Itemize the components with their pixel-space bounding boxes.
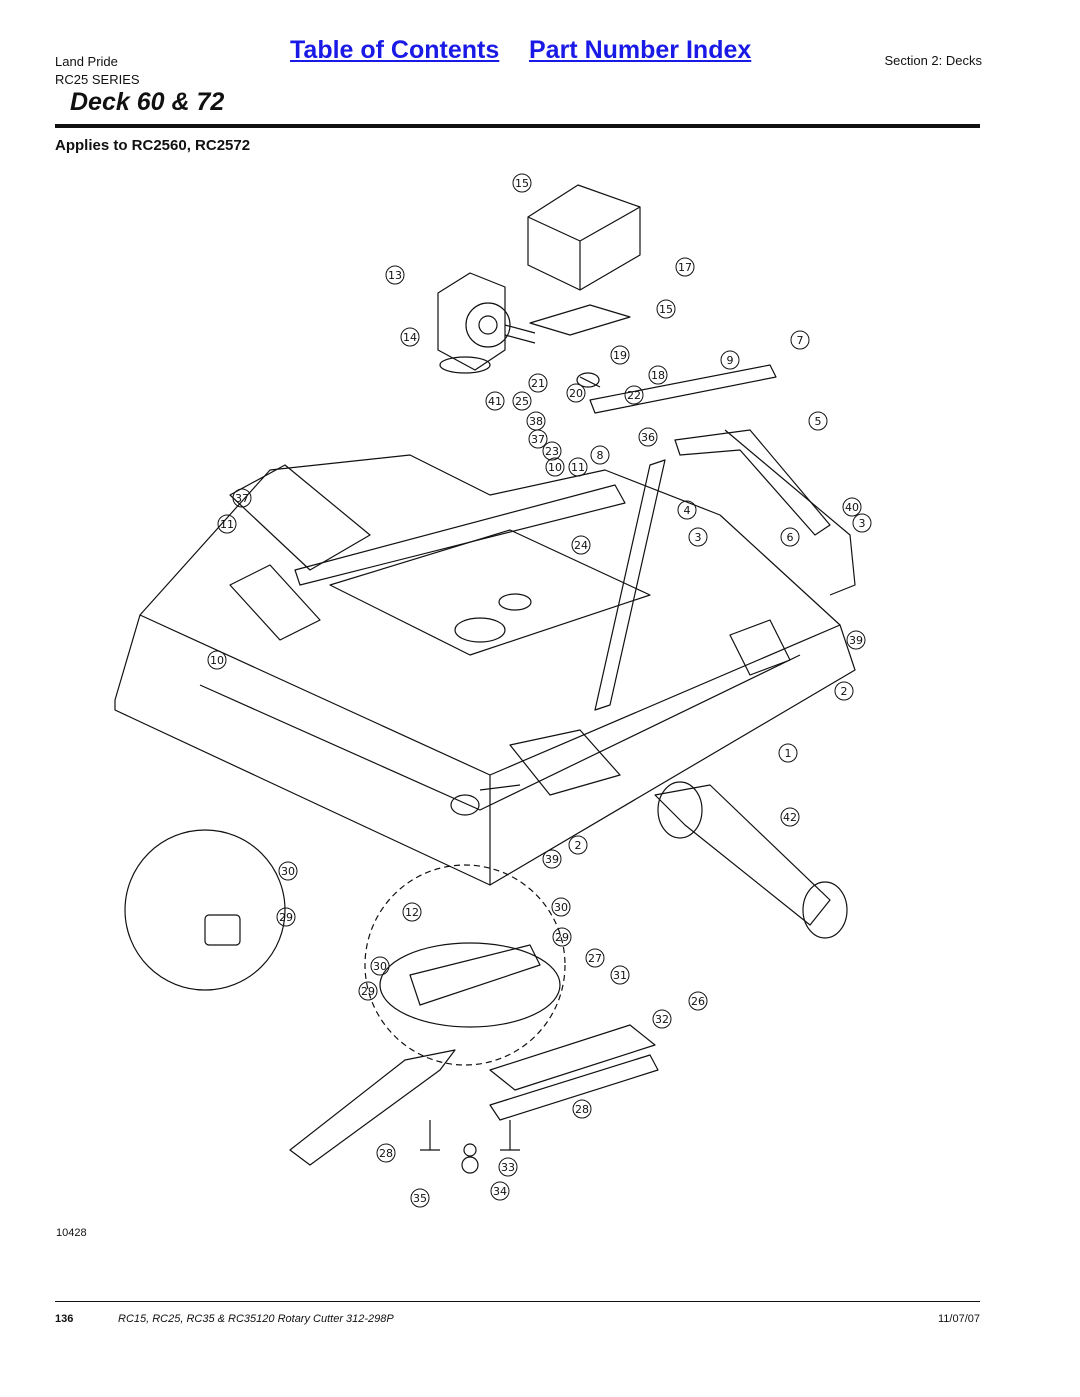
- callout-label: 9: [727, 354, 734, 367]
- part-number-index-link[interactable]: Part Number Index: [529, 36, 752, 64]
- blade-right-upper: [489, 1024, 656, 1091]
- brand-name: Land Pride: [55, 54, 118, 69]
- callout-label: 30: [281, 865, 295, 878]
- footer-divider: [55, 1301, 980, 1302]
- callout-label: 20: [569, 387, 583, 400]
- section-label: Section 2: Decks: [884, 53, 982, 68]
- callout-label: 12: [405, 906, 419, 919]
- callout-label: 11: [220, 518, 234, 531]
- document-title: RC15, RC25, RC35 & RC35120 Rotary Cutter…: [118, 1313, 394, 1325]
- callout-label: 42: [783, 811, 797, 824]
- callout-label: 15: [515, 177, 529, 190]
- callout-label: 18: [651, 369, 665, 382]
- callout-label: 41: [488, 395, 502, 408]
- callout-label: 35: [413, 1192, 427, 1205]
- callout-label: 23: [545, 445, 559, 458]
- document-date: 11/07/07: [937, 1313, 980, 1325]
- callout-label: 25: [515, 395, 529, 408]
- callout-label: 38: [529, 415, 543, 428]
- gearbox-shield: [527, 184, 641, 291]
- title-divider: [55, 124, 980, 128]
- callout-label: 14: [403, 331, 417, 344]
- callout-label: 5: [815, 415, 822, 428]
- brace-arm: [589, 364, 777, 414]
- callout-label: 28: [575, 1103, 589, 1116]
- callout-label: 31: [613, 969, 627, 982]
- callout-label: 34: [493, 1185, 507, 1198]
- callout-label: 30: [373, 960, 387, 973]
- callout-label: 30: [554, 901, 568, 914]
- callout-label: 37: [531, 433, 545, 446]
- parts-exploded-diagram: 15 17 13 15 14 19 18 21 20 22 7 9 41 25 …: [114, 173, 872, 1208]
- callout-label: 11: [571, 461, 585, 474]
- page-number: 136: [55, 1313, 74, 1325]
- header-brand-block: Land Pride RC25 SERIES: [55, 53, 140, 89]
- callout-label: 2: [575, 839, 582, 852]
- callout-label: 10: [548, 461, 562, 474]
- callout-label: 29: [555, 931, 569, 944]
- blade-pan: [379, 942, 561, 1028]
- callout-label: 26: [691, 995, 705, 1008]
- figure-number: 10428: [56, 1227, 87, 1239]
- callout-label: 10: [210, 654, 224, 667]
- blade-left: [289, 1049, 456, 1166]
- applies-to-label: Applies to RC2560, RC2572: [55, 137, 251, 154]
- callout-label: 1: [785, 747, 792, 760]
- callout-label: 17: [678, 261, 692, 274]
- deck-body: [114, 454, 856, 886]
- table-of-contents-link[interactable]: Table of Contents: [290, 36, 500, 64]
- callout-label: 13: [388, 269, 402, 282]
- callout-label: 6: [787, 531, 794, 544]
- callout-label: 2: [841, 685, 848, 698]
- driveline: [654, 784, 831, 926]
- front-brace-left: [294, 484, 626, 586]
- callout-label: 39: [849, 634, 863, 647]
- callout-label: 3: [695, 531, 702, 544]
- front-brace-right: [594, 459, 666, 711]
- callout-label: 7: [797, 334, 804, 347]
- callout-label: 27: [588, 952, 602, 965]
- blade-right-lower: [489, 1054, 659, 1121]
- detail-circle: [124, 829, 286, 991]
- blade-pan-circle: [364, 864, 566, 1066]
- callout-label: 39: [545, 853, 559, 866]
- a-frame-hitch: [674, 429, 831, 536]
- callout-label: 40: [845, 501, 859, 514]
- callout-label: 37: [235, 492, 249, 505]
- gearbox: [437, 272, 506, 371]
- callout-label: 33: [501, 1161, 515, 1174]
- callout-label: 4: [684, 504, 691, 517]
- callout-label: 15: [659, 303, 673, 316]
- page-title: Deck 60 & 72: [70, 88, 225, 116]
- callout-label: 21: [531, 377, 545, 390]
- callout-label: 28: [379, 1147, 393, 1160]
- callout-label: 29: [279, 911, 293, 924]
- callout-label: 24: [574, 539, 588, 552]
- series-name: RC25 SERIES: [55, 72, 140, 87]
- callout-label: 36: [641, 431, 655, 444]
- callout-label: 29: [361, 985, 375, 998]
- callout-label: 3: [859, 517, 866, 530]
- callout-label: 8: [597, 449, 604, 462]
- callout-label: 19: [613, 349, 627, 362]
- callout-label: 32: [655, 1013, 669, 1026]
- callout-label: 22: [627, 389, 641, 402]
